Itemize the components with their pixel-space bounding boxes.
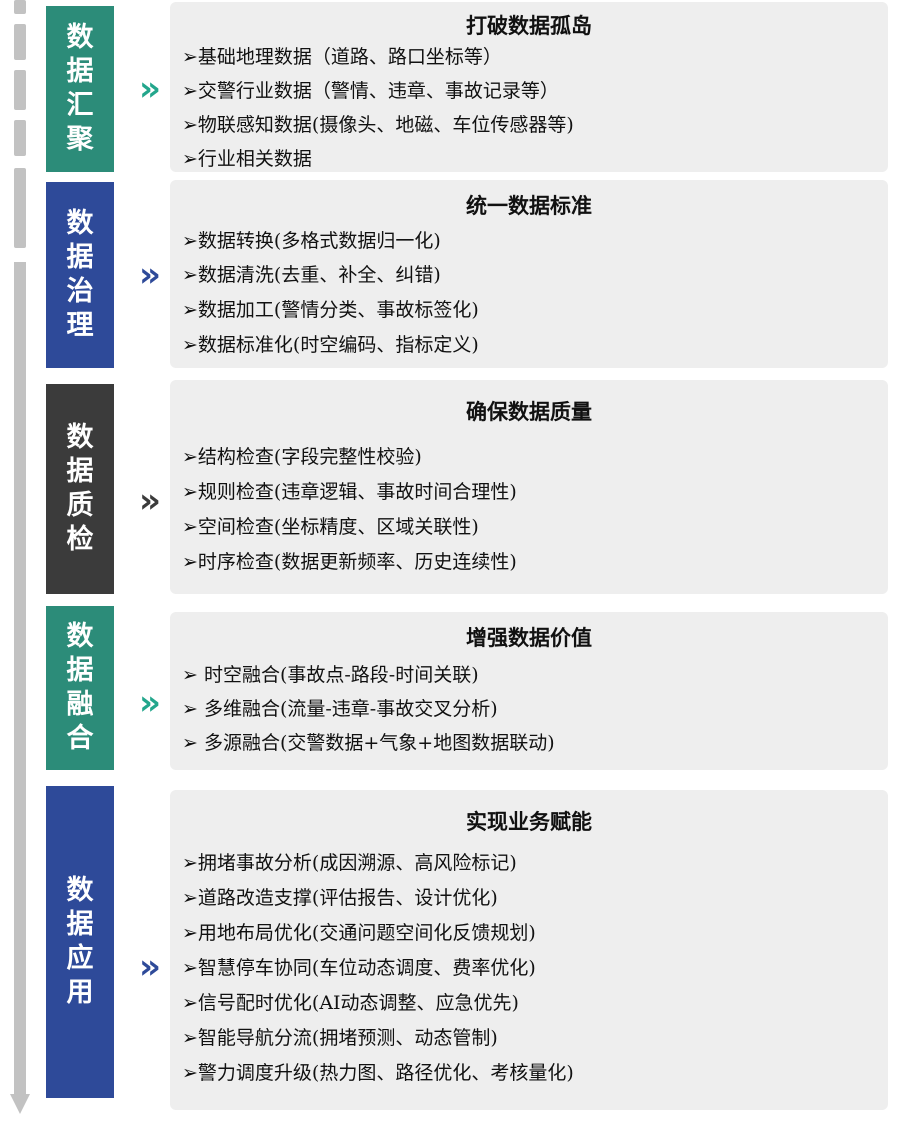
stage-label-application: 数据应用 (46, 786, 114, 1098)
chevron-right-icon: » (139, 255, 161, 295)
list-item: ➢空间检查(坐标精度、区域关联性) (182, 516, 479, 538)
timeline-line (14, 262, 26, 1098)
stage-card-application: 实现业务赋能 ➢拥堵事故分析(成因溯源、高风险标记) ➢道路改造支撑(评估报告、… (170, 790, 888, 1110)
stage-card-aggregation: 打破数据孤岛 ➢基础地理数据（道路、路口坐标等） ➢交警行业数据（警情、违章、事… (170, 2, 888, 172)
list-item: ➢时序检查(数据更新频率、历史连续性) (182, 551, 517, 573)
list-item: ➢结构检查(字段完整性校验) (182, 446, 422, 468)
list-item: ➢物联感知数据(摄像头、地磁、车位传感器等) (182, 114, 574, 136)
timeline-dash (14, 70, 26, 110)
timeline-arrow (10, 0, 30, 1122)
stage-title: 增强数据价值 (466, 626, 592, 650)
chevron-right-icon: » (139, 481, 161, 521)
stage-label-aggregation: 数据汇聚 (46, 6, 114, 172)
stage-title: 打破数据孤岛 (466, 14, 592, 38)
timeline-dash (14, 120, 26, 156)
stage-title: 确保数据质量 (466, 400, 592, 424)
list-item: ➢警力调度升级(热力图、路径优化、考核量化) (182, 1062, 574, 1084)
timeline-dash (14, 0, 26, 14)
list-item: ➢ 时空融合(事故点-路段-时间关联) (182, 664, 479, 686)
list-item: ➢道路改造支撑(评估报告、设计优化) (182, 887, 498, 909)
list-item: ➢数据标准化(时空编码、指标定义) (182, 334, 479, 356)
chevron-right-icon: » (139, 947, 161, 987)
list-item: ➢交警行业数据（警情、违章、事故记录等） (182, 80, 559, 102)
list-item: ➢ 多维融合(流量-违章-事故交叉分析) (182, 698, 498, 720)
list-item: ➢数据加工(警情分类、事故标签化) (182, 299, 479, 321)
stage-title: 统一数据标准 (466, 194, 592, 218)
timeline-dash (14, 168, 26, 248)
chevron-right-icon: » (139, 683, 161, 723)
timeline-dash (14, 24, 26, 60)
list-item: ➢智慧停车协同(车位动态调度、费率优化) (182, 957, 536, 979)
list-item: ➢用地布局优化(交通问题空间化反馈规划) (182, 922, 536, 944)
timeline-arrowhead-icon (10, 1094, 30, 1114)
stage-label-governance: 数据治理 (46, 182, 114, 368)
stage-label-quality: 数据质检 (46, 384, 114, 594)
list-item: ➢行业相关数据 (182, 148, 312, 170)
stage-label-fusion: 数据融合 (46, 606, 114, 770)
list-item: ➢信号配时优化(AI动态调整、应急优先) (182, 992, 519, 1014)
stage-card-fusion: 增强数据价值 ➢ 时空融合(事故点-路段-时间关联) ➢ 多维融合(流量-违章-… (170, 612, 888, 770)
list-item: ➢基础地理数据（道路、路口坐标等） (182, 46, 502, 68)
list-item: ➢数据转换(多格式数据归一化) (182, 230, 441, 252)
chevron-right-icon: » (139, 69, 161, 109)
stage-card-governance: 统一数据标准 ➢数据转换(多格式数据归一化) ➢数据清洗(去重、补全、纠错) ➢… (170, 180, 888, 368)
list-item: ➢数据清洗(去重、补全、纠错) (182, 264, 441, 286)
list-item: ➢拥堵事故分析(成因溯源、高风险标记) (182, 852, 517, 874)
list-item: ➢智能导航分流(拥堵预测、动态管制) (182, 1027, 498, 1049)
stage-title: 实现业务赋能 (466, 810, 592, 834)
stage-card-quality: 确保数据质量 ➢结构检查(字段完整性校验) ➢规则检查(违章逻辑、事故时间合理性… (170, 380, 888, 594)
list-item: ➢ 多源融合(交警数据+气象+地图数据联动) (182, 732, 555, 754)
list-item: ➢规则检查(违章逻辑、事故时间合理性) (182, 481, 517, 503)
